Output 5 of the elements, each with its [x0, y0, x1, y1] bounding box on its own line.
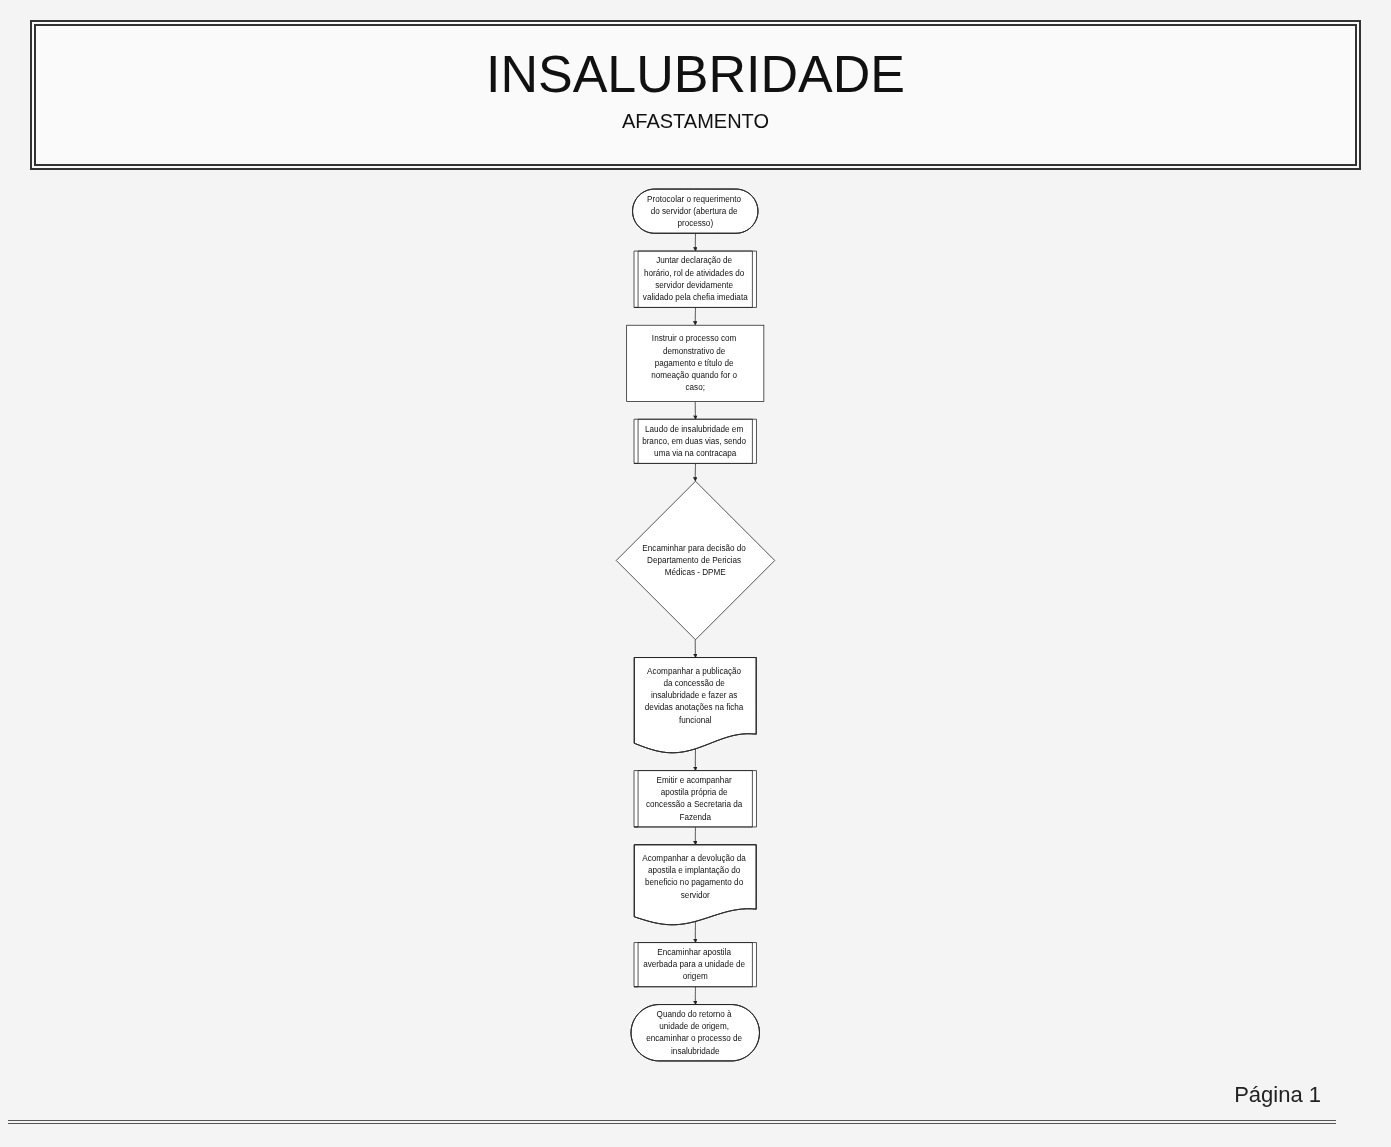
node-diamond: Encaminhar para decisão do Departamento de Pericias Médicas - DPME: [615, 480, 776, 641]
subtitle: AFASTAMENTO: [621, 110, 770, 133]
node-box: Instruir o processo com demonstrativo de pagamento e título de nomeação quando for o caso;: [626, 324, 765, 402]
title: INSALUBRIDADE: [486, 44, 905, 104]
page-number: Página 1: [1234, 1082, 1321, 1108]
